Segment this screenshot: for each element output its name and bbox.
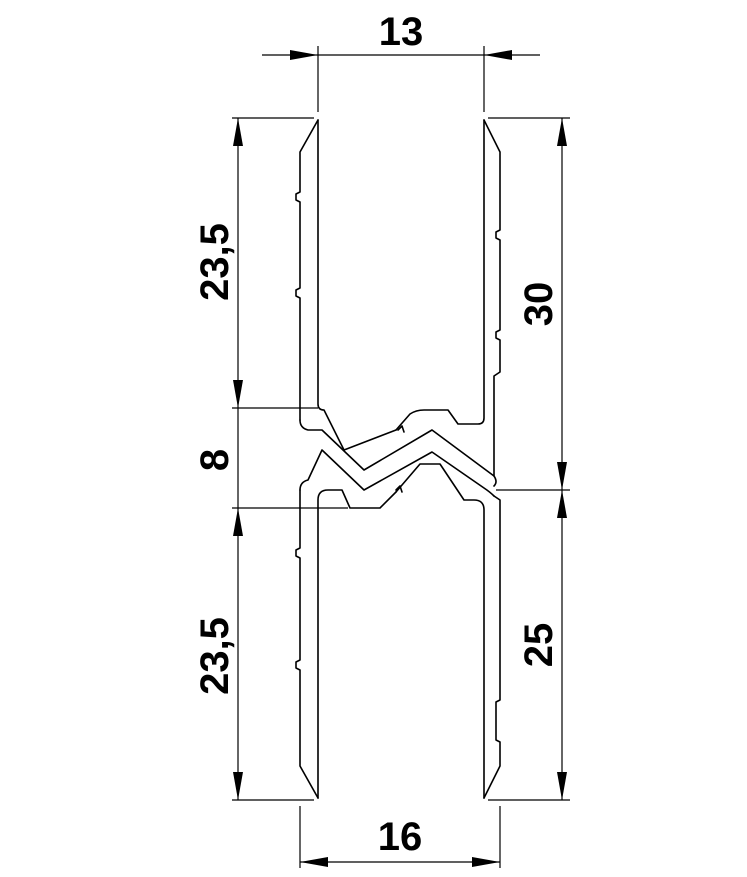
dimension-label-bottom: 16 xyxy=(378,815,423,859)
arrow-head xyxy=(290,50,318,60)
central-web-lower xyxy=(299,449,495,497)
arrow-head xyxy=(233,118,243,146)
arrow-head xyxy=(300,857,328,867)
dimension-label-left-lower: 23,5 xyxy=(193,617,237,695)
arrow-head xyxy=(484,50,512,60)
right-outer-wall xyxy=(483,119,501,799)
left-inner-wall xyxy=(317,119,397,799)
arrow-head xyxy=(557,118,567,146)
left-outer-wall xyxy=(295,119,319,799)
dimension-label-left-middle: 8 xyxy=(193,449,237,471)
dimension-bottom-width: 16 xyxy=(299,806,501,868)
central-web-upper xyxy=(299,419,497,487)
arrow-head xyxy=(557,772,567,800)
dimension-label-top: 13 xyxy=(379,10,424,54)
web-notch-upper xyxy=(397,425,405,433)
dimension-label-right-upper: 30 xyxy=(517,282,561,327)
web-notch-lower xyxy=(395,485,403,493)
arrow-head xyxy=(557,490,567,518)
arrow-head xyxy=(233,380,243,408)
arrow-head xyxy=(472,857,500,867)
dimension-left-chain: 23,5 8 23,5 xyxy=(193,117,348,801)
right-inner-wall xyxy=(395,119,485,799)
dimension-label-right-lower: 25 xyxy=(517,623,561,668)
dimension-right-chain: 30 25 xyxy=(488,117,570,801)
arrow-head xyxy=(233,772,243,800)
dimension-label-left-upper: 23,5 xyxy=(193,223,237,301)
arrow-head xyxy=(557,462,567,490)
dimension-top-width: 13 xyxy=(262,10,540,112)
profile-outline xyxy=(295,119,501,799)
arrow-head xyxy=(233,508,243,536)
